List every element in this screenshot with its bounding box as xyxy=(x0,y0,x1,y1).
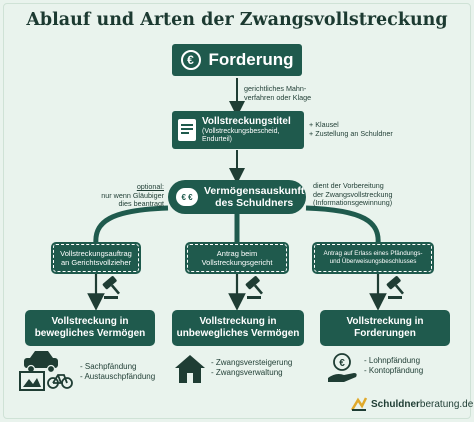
branch-right-curve xyxy=(305,205,381,245)
forderung-box: € Forderung xyxy=(172,44,302,76)
vermoegensauskunft-box: € € Vermögensauskunft des Schuldners xyxy=(168,180,306,214)
art-bewegliches-box: Vollstreckung in bewegliches Vermögen xyxy=(25,310,155,346)
klausel-note: + Klausel + Zustellung an Schuldner xyxy=(309,120,393,138)
gavel-icon xyxy=(386,276,404,295)
optional-note: optional: nur wenn Gläubiger dies beantr… xyxy=(101,182,164,209)
antrag-gerichtsvollzieher-box: Vollstreckungsauftrag an Gerichtsvollzie… xyxy=(51,242,141,274)
painting-icon xyxy=(19,371,45,391)
logo-text-bold: Schuldner xyxy=(371,398,420,410)
forderungen-items: - Lohnpfändung - Kontopfändung xyxy=(364,356,424,375)
schuldnerberatung-logo: Schuldnerberatung.de xyxy=(350,396,473,412)
page-title: Ablauf und Arten der Zwangsvollstreckung xyxy=(26,10,448,30)
euro-hand-icon: € xyxy=(328,353,357,382)
titel-label: Vollstreckungstitel xyxy=(202,115,291,127)
house-icon xyxy=(175,355,205,383)
document-icon xyxy=(178,119,196,141)
logo-mark-icon xyxy=(350,397,368,411)
titel-sub1: (Vollstreckungsbescheid, xyxy=(202,127,280,135)
vollstreckungstitel-box: Vollstreckungstitel (Vollstreckungsbesch… xyxy=(172,111,304,149)
branch-left-curve xyxy=(93,205,169,245)
logo-text-regular: beratung.de xyxy=(419,398,474,410)
euro-icon: € xyxy=(180,50,201,70)
antrag-vollstreckungsgericht-box: Antrag beim Vollstreckungsgericht xyxy=(185,242,289,274)
euro-speech-icon: € € xyxy=(176,188,198,206)
mahnverfahren-note: gerichtliches Mahn- verfahren oder Klage xyxy=(244,84,312,102)
auskunft-line2: des Schuldners xyxy=(215,197,294,209)
art-unbewegliches-box: Vollstreckung in unbewegliches Vermögen xyxy=(172,310,304,346)
auskunft-line1: Vermögensauskunft xyxy=(204,185,305,197)
purpose-note: dient der Vorbereitung der Zwangsvollstr… xyxy=(313,181,393,208)
bewegliches-items: - Sachpfändung - Austauschpfändung xyxy=(80,362,156,381)
gavel-icon xyxy=(102,276,120,295)
diagram-frame xyxy=(3,3,471,419)
art-forderungen-box: Vollstreckung in Forderungen xyxy=(320,310,450,346)
unbewegliches-items: - Zwangsversteigerung - Zwangsverwaltung xyxy=(211,358,293,377)
antrag-pfueb-box: Antrag auf Erlass eines Pfändungs- und Ü… xyxy=(312,242,434,274)
bicycle-icon xyxy=(47,374,73,389)
svg-text:€: € xyxy=(339,358,345,369)
forderung-label: Forderung xyxy=(208,50,294,69)
gavel-icon xyxy=(245,276,263,295)
car-icon xyxy=(24,351,58,374)
titel-sub2: Endurteil) xyxy=(202,136,232,143)
